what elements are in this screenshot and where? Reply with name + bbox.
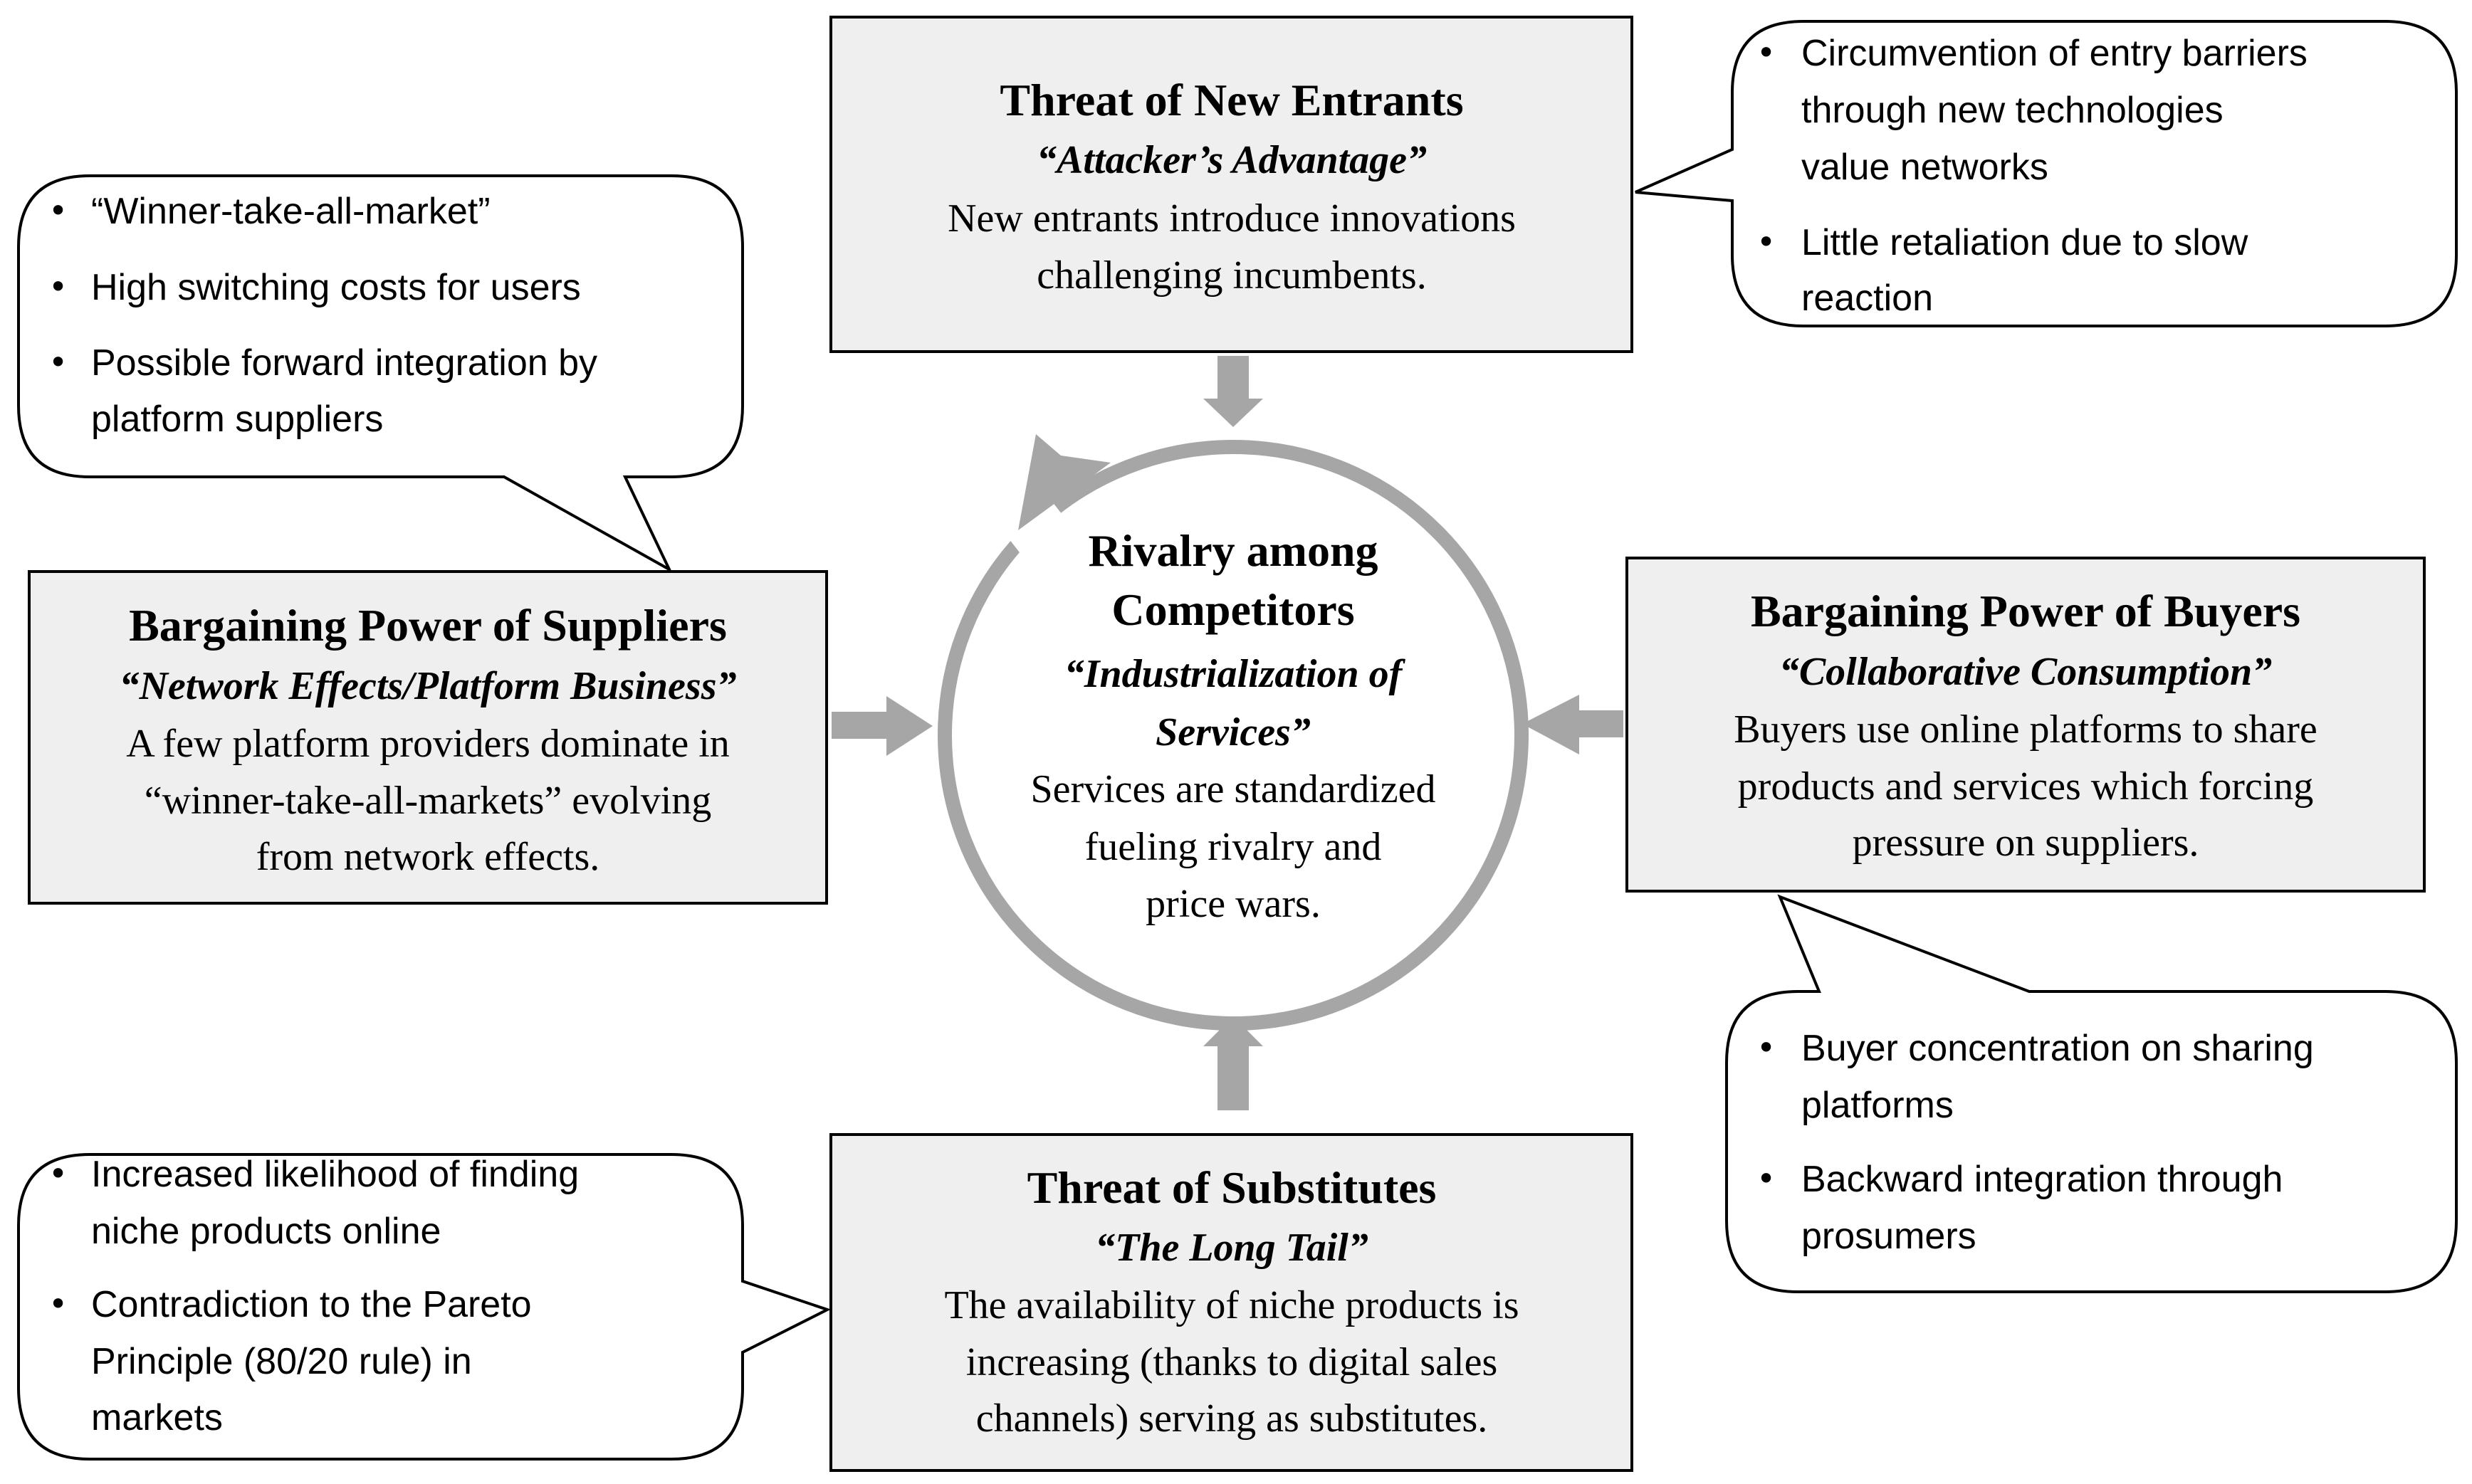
force-suppliers: Bargaining Power of Suppliers “Network E… [28, 570, 828, 905]
rivalry-desc-line: price wars. [1146, 882, 1321, 926]
callout-line: Circumvention of entry barriers [1801, 33, 2308, 74]
arrow-bottom [1203, 1016, 1263, 1110]
callout-line: value networks [1801, 147, 2048, 188]
callout-line: Backward integration through [1801, 1159, 2283, 1200]
force-desc-line: New entrants introduce innovations [948, 196, 1516, 241]
callout-line: platforms [1801, 1085, 1954, 1126]
callout-line: markets [91, 1397, 223, 1438]
callout-line: High switching costs for users [91, 267, 581, 308]
circle-gap [975, 461, 1069, 557]
bullet-dot: • [1756, 1028, 1776, 1067]
callout-line: prosumers [1801, 1216, 1976, 1257]
callout-line: Buyer concentration on sharing [1801, 1028, 2314, 1069]
callout-buyers: • Buyer concentration on sharing platfor… [1725, 894, 2458, 1293]
callout-suppliers: • “Winner-take-all-market” • High switch… [17, 174, 744, 573]
callout-line: platform suppliers [91, 399, 383, 440]
callout-line: niche products online [91, 1211, 441, 1252]
bullet-dot: • [48, 191, 68, 230]
rivalry-subtitle-line: “Industrialization of [1064, 652, 1406, 696]
circle-arrowhead [1018, 434, 1111, 530]
rivalry-title-line: Competitors [1111, 584, 1354, 635]
bullet-dot: • [48, 343, 68, 381]
callout-line: Possible forward integration by [91, 342, 597, 384]
bullet-dot: • [48, 1285, 68, 1323]
bullet-dot: • [48, 268, 68, 306]
callout-new-entrants: • Circumvention of entry barriers throug… [1635, 20, 2458, 327]
force-desc-line: channels) serving as substitutes. [976, 1396, 1488, 1441]
rivalry-desc-line: Services are standardized [1030, 767, 1435, 811]
bullet-dot: • [1756, 33, 1776, 72]
force-subtitle: “Attacker’s Advantage” [1037, 138, 1427, 182]
callout-line: Increased likelihood of finding [91, 1154, 579, 1195]
arrow-left [832, 696, 933, 756]
force-subtitle: “The Long Tail” [1095, 1226, 1368, 1270]
force-buyers: Bargaining Power of Buyers “Collaborativ… [1625, 557, 2426, 893]
force-desc-line: The availability of niche products is [944, 1283, 1519, 1327]
force-subtitle: “Network Effects/Platform Business” [119, 664, 736, 708]
force-new-entrants: Threat of New Entrants “Attacker’s Advan… [829, 16, 1633, 353]
force-title: Threat of Substitutes [1027, 1162, 1437, 1213]
arrow-right [1522, 695, 1623, 754]
callout-line: Contradiction to the Pareto [91, 1284, 532, 1325]
callout-line: through new technologies [1801, 90, 2224, 131]
force-subtitle: “Collaborative Consumption” [1779, 650, 2272, 694]
force-desc-line: A few platform providers dominate in [126, 722, 730, 766]
callout-line: “Winner-take-all-market” [91, 191, 491, 232]
force-desc-line: pressure on suppliers. [1853, 821, 2199, 865]
force-desc-line: from network effects. [256, 835, 600, 879]
rivalry-title-line: Rivalry among [1088, 525, 1378, 576]
callout-line: Principle (80/20 rule) in [91, 1341, 472, 1382]
rivalry-desc-line: fueling rivalry and [1085, 825, 1382, 869]
arrow-top [1203, 356, 1263, 427]
force-desc-line: increasing (thanks to digital sales [966, 1340, 1497, 1384]
bullet-dot: • [48, 1154, 68, 1193]
force-desc-line: Buyers use online platforms to share [1734, 707, 2318, 752]
rivalry-text: Rivalry among Competitors “Industrializa… [1030, 525, 1435, 926]
force-substitutes: Threat of Substitutes “The Long Tail” Th… [829, 1133, 1633, 1472]
force-desc-line: challenging incumbents. [1037, 253, 1426, 298]
bullet-dot: • [1756, 223, 1776, 261]
callout-substitutes: • Increased likelihood of finding niche … [17, 1153, 832, 1461]
bullet-dot: • [1756, 1159, 1776, 1198]
force-desc-line: products and services which forcing [1738, 764, 2314, 809]
force-title: Bargaining Power of Suppliers [129, 600, 727, 651]
force-title: Threat of New Entrants [1000, 75, 1463, 125]
callout-line: Little retaliation due to slow [1801, 222, 2248, 263]
force-title: Bargaining Power of Buyers [1751, 586, 2300, 636]
callout-line: reaction [1801, 278, 1933, 319]
force-desc-line: “winner-take-all-markets” evolving [145, 779, 712, 823]
rivalry-subtitle-line: Services” [1156, 710, 1311, 754]
